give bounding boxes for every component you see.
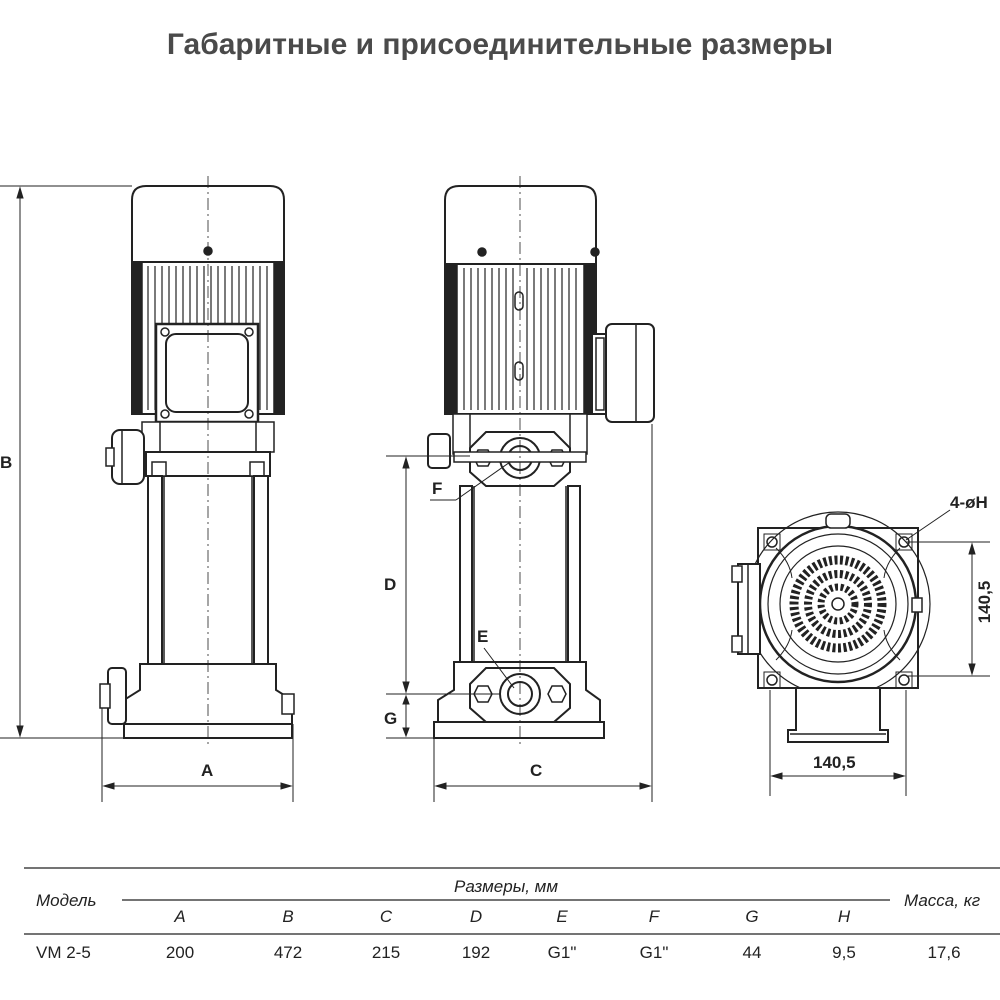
column-header: A: [173, 907, 185, 926]
column-header: D: [470, 907, 482, 926]
column-header: F: [649, 907, 661, 926]
column-header: E: [556, 907, 568, 926]
label-dim-c: C: [530, 761, 542, 780]
label-dim-f: F: [432, 479, 442, 498]
cell-value: 472: [274, 943, 302, 962]
cell-model: VM 2-5: [36, 943, 91, 962]
pump-base-view: [731, 511, 931, 743]
label-dim-a: A: [201, 761, 213, 780]
column-header: H: [838, 907, 851, 926]
cell-value: 9,5: [832, 943, 856, 962]
column-header: B: [282, 907, 293, 926]
table-column-headers: A B C D E F G H: [173, 907, 851, 926]
table-header-model: Модель: [36, 891, 96, 910]
label-dim-g: G: [384, 709, 397, 728]
cell-value: 200: [166, 943, 194, 962]
cell-mass: 17,6: [927, 943, 960, 962]
column-header: G: [745, 907, 758, 926]
pump-front-view: [99, 176, 295, 744]
cell-value: 215: [372, 943, 400, 962]
table-header-mass: Масса, кг: [904, 891, 980, 910]
label-base-width: 140,5: [813, 753, 856, 772]
cell-value: G1": [640, 943, 669, 962]
label-holes: 4-øH: [950, 493, 988, 512]
page-title: Габаритные и присоединительные размеры: [166, 28, 834, 61]
label-base-height: 140,5: [975, 581, 994, 624]
cell-value: 192: [462, 943, 490, 962]
pump-side-view: [427, 176, 655, 744]
column-header: C: [380, 907, 393, 926]
table-row: VM 2-5 200 472 215 192 G1" G1" 44 9,5 17…: [36, 943, 961, 962]
cell-value: 44: [743, 943, 762, 962]
label-dim-e: E: [477, 627, 488, 646]
spec-table-lines: [24, 867, 1000, 935]
label-dim-d: D: [384, 575, 396, 594]
cell-value: G1": [548, 943, 577, 962]
label-dim-b: B: [0, 453, 12, 472]
table-header-dimensions: Размеры, мм: [454, 877, 558, 896]
